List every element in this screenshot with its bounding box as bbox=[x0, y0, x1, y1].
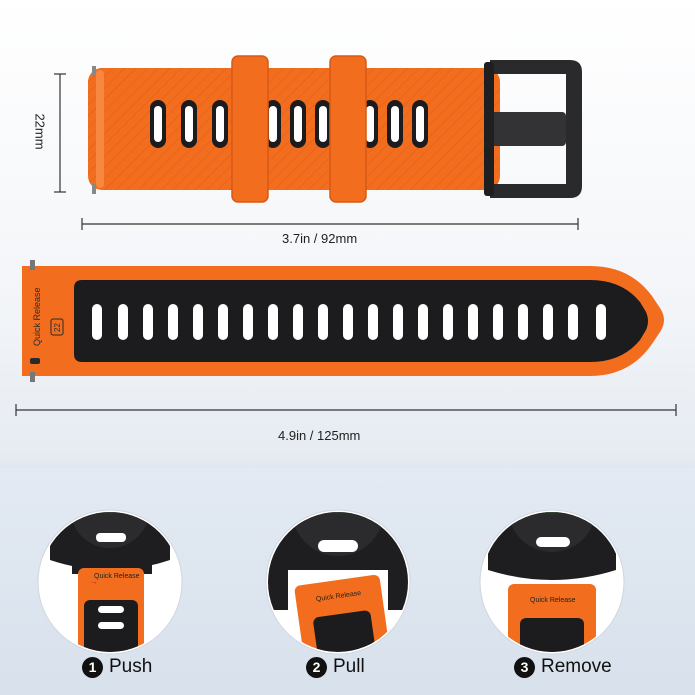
step-1-number: 1 bbox=[82, 656, 103, 678]
svg-text:→: → bbox=[90, 577, 98, 586]
step-3-text: Remove bbox=[541, 656, 612, 677]
step-2-label: 2 Pull bbox=[306, 656, 365, 678]
step-3-illustration: Quick Release bbox=[479, 509, 625, 655]
step-1-illustration: Quick Release → bbox=[37, 509, 183, 655]
step-3-number: 3 bbox=[514, 656, 535, 678]
long-strap: Quick Release 22 bbox=[22, 260, 664, 382]
quick-release-text: Quick Release bbox=[32, 287, 42, 346]
step-3-label: 3 Remove bbox=[514, 656, 612, 678]
short-length-dimension bbox=[81, 218, 579, 230]
short-strap bbox=[88, 55, 582, 203]
step-1-text: Push bbox=[109, 656, 153, 677]
step-2-number: 2 bbox=[306, 656, 327, 678]
long-strap-length-label: 4.9in / 125mm bbox=[278, 428, 361, 443]
width-label: 22mm bbox=[32, 113, 48, 150]
svg-text:Quick Release: Quick Release bbox=[94, 573, 140, 580]
strap-loop bbox=[231, 55, 269, 203]
step-2-illustration: Quick Release bbox=[265, 509, 411, 655]
buckle bbox=[484, 60, 582, 198]
short-strap-length-label: 3.7in / 92mm bbox=[282, 231, 358, 246]
svg-text:Quick Release: Quick Release bbox=[530, 597, 576, 604]
svg-text:22: 22 bbox=[53, 323, 62, 332]
long-length-dimension bbox=[15, 404, 677, 416]
width-dimension bbox=[54, 73, 66, 193]
size-badge: 22 bbox=[50, 318, 64, 336]
quick-release-marking: Quick Release bbox=[32, 287, 42, 346]
step-2-text: Pull bbox=[333, 656, 365, 677]
strap-loop bbox=[329, 55, 367, 203]
step-1-label: 1 Push bbox=[82, 656, 152, 678]
